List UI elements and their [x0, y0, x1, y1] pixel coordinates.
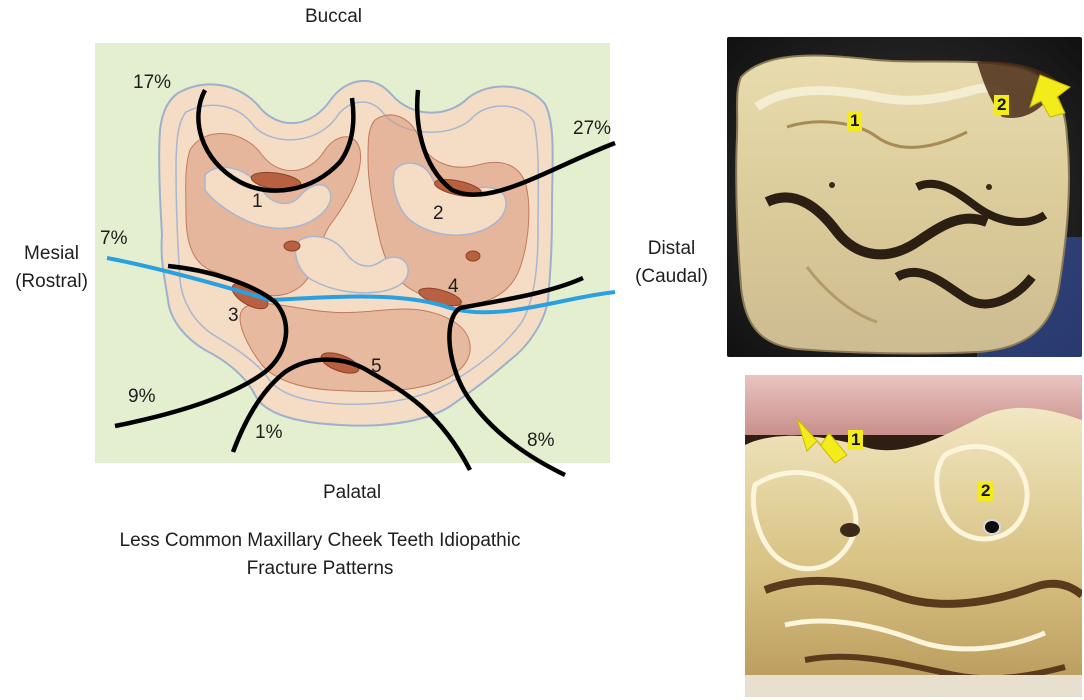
mesial-label: Mesial (Rostral): [4, 240, 99, 296]
caption-line2: Fracture Patterns: [246, 558, 394, 579]
pulp-number-1: 1: [252, 191, 263, 212]
enamel-ring-outer: [175, 101, 540, 406]
pulp-small-left: [283, 240, 301, 252]
photo-bottom-drawing: [745, 375, 1082, 697]
pulp-number-4: 4: [448, 276, 459, 297]
pulp-number-5: 5: [371, 356, 382, 377]
palatal-label: Palatal: [323, 482, 382, 503]
pulp-number-3: 3: [228, 305, 239, 326]
photo-bottom-tag-1: 1: [848, 430, 864, 450]
photo-top-drawing: [727, 37, 1082, 357]
percent-8: 8%: [527, 430, 555, 451]
mesial-label-line1: Mesial: [24, 243, 79, 264]
caption-line1: Less Common Maxillary Cheek Teeth Idiopa…: [119, 530, 521, 551]
percent-9: 9%: [128, 386, 156, 407]
photo-bottom-tag-2: 2: [978, 481, 994, 501]
photo-top-tag-1: 1: [847, 111, 863, 131]
distal-label-line1: Distal: [647, 238, 696, 259]
dentine-region-lower: [239, 303, 471, 392]
photo-top-tag-2: 2: [994, 95, 1010, 115]
fracture-line-9: [114, 263, 289, 429]
pulp-small-right: [465, 250, 481, 262]
buccal-label: Buccal: [305, 6, 363, 27]
fracture-line-8: [447, 275, 584, 478]
percent-1: 1%: [255, 422, 283, 443]
photo-top-tooth-specimen: 1 2: [727, 37, 1082, 357]
fracture-line-17: [196, 88, 356, 193]
percent-17: 17%: [133, 72, 172, 93]
arrow-icon: [1029, 74, 1072, 118]
infundibulum-right: [392, 162, 507, 236]
figure-caption: Less Common Maxillary Cheek Teeth Idiopa…: [95, 527, 545, 583]
fracture-line-1: [230, 357, 472, 472]
pulp-number-2: 2: [433, 203, 444, 224]
enamel-fold-center: [294, 235, 409, 294]
fracture-line-27: [415, 89, 616, 197]
sagittal-fracture-line: [106, 256, 616, 315]
arrow-icon: [796, 418, 848, 464]
photo-bottom-tooth-occlusal: 1 2: [745, 375, 1082, 697]
distal-label: Distal (Caudal): [624, 235, 719, 291]
percent-7: 7%: [100, 228, 128, 249]
mesial-label-line2: (Rostral): [15, 271, 88, 292]
distal-label-line2: (Caudal): [635, 266, 708, 287]
percent-27: 27%: [573, 118, 612, 139]
